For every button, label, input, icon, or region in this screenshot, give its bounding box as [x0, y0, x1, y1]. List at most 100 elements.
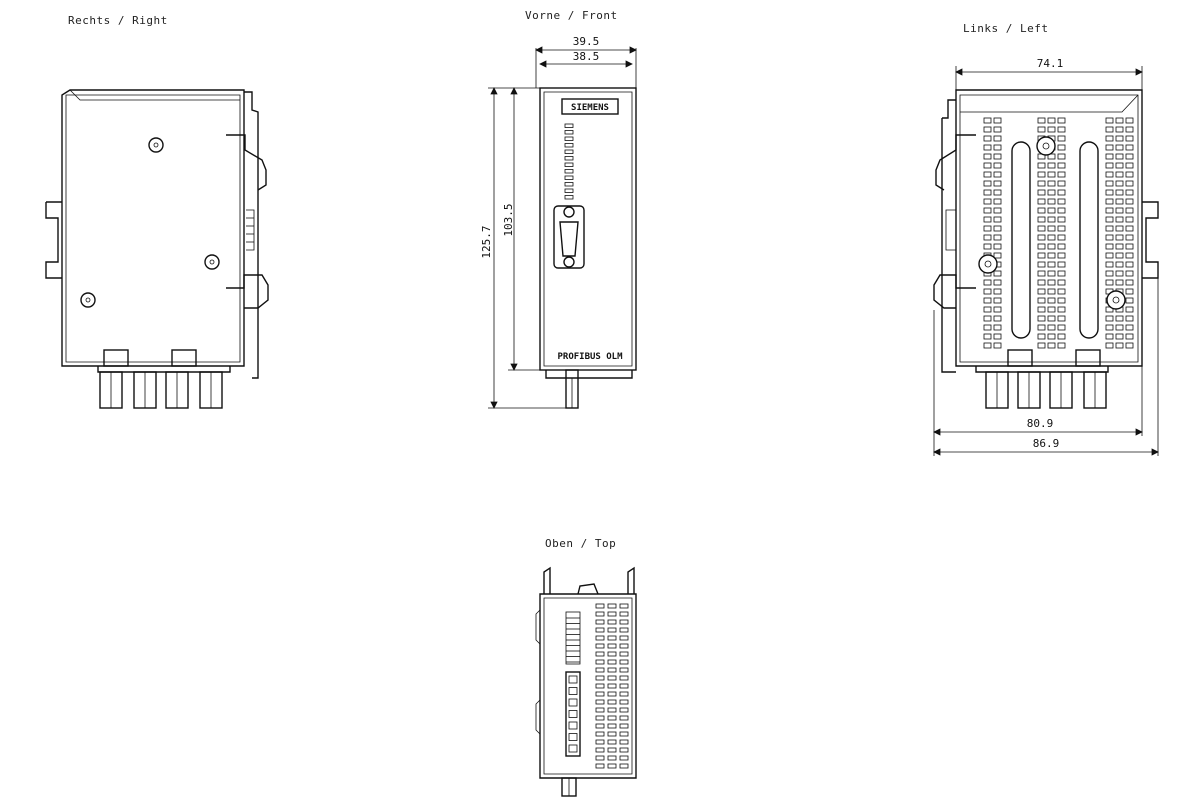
vent-hole	[595, 755, 605, 761]
vent-hole	[595, 747, 605, 753]
vent-hole	[1057, 162, 1066, 169]
vent-hole	[983, 180, 992, 187]
vent-hole	[1057, 315, 1066, 322]
vent-hole	[983, 243, 992, 250]
vent-hole	[1037, 216, 1046, 223]
vent-hole	[619, 715, 629, 721]
vent-hole	[1105, 333, 1114, 340]
vent-hole	[1057, 342, 1066, 349]
vent-hole	[1125, 342, 1134, 349]
vent-hole	[1125, 288, 1134, 295]
vent-hole	[983, 162, 992, 169]
dsub-connector	[553, 205, 585, 269]
vent-hole	[595, 651, 605, 657]
vent-hole	[1037, 117, 1046, 124]
vent-hole	[1125, 135, 1134, 142]
vent-hole	[1047, 297, 1056, 304]
vent-hole	[1105, 243, 1114, 250]
vent-hole	[1125, 216, 1134, 223]
vent-hole	[993, 252, 1002, 259]
vent-hole	[993, 288, 1002, 295]
vent-hole	[1057, 324, 1066, 331]
vent-hole	[595, 731, 605, 737]
vent-hole	[619, 611, 629, 617]
vent-hole	[1037, 234, 1046, 241]
vent-hole	[607, 651, 617, 657]
vent-hole	[1037, 333, 1046, 340]
vent-hole	[1037, 171, 1046, 178]
led-indicator	[564, 123, 574, 128]
top-view	[535, 566, 637, 797]
left-view: 74.1 80.9 86.9	[933, 57, 1159, 456]
vent-hole	[607, 763, 617, 769]
vent-hole	[983, 288, 992, 295]
vent-hole	[619, 683, 629, 689]
vent-hole	[1047, 189, 1056, 196]
vent-hole	[1037, 189, 1046, 196]
vent-hole	[595, 739, 605, 745]
vent-hole	[1115, 117, 1124, 124]
vent-hole	[1047, 252, 1056, 259]
vent-hole	[1037, 270, 1046, 277]
fiber-port-group	[975, 349, 1109, 409]
right-view	[45, 89, 269, 409]
vent-hole	[1105, 189, 1114, 196]
vent-hole	[1057, 333, 1066, 340]
terminal-pin	[568, 733, 578, 741]
vent-hole	[1057, 225, 1066, 232]
vent-hole	[1115, 315, 1124, 322]
led-indicator	[564, 195, 574, 200]
vent-hole	[1125, 261, 1134, 268]
vent-hole	[619, 691, 629, 697]
vent-hole	[1115, 333, 1124, 340]
vent-hole	[993, 306, 1002, 313]
vent-hole	[595, 659, 605, 665]
dim-left-depth-top: 74.1	[1037, 57, 1064, 70]
vent-hole	[595, 619, 605, 625]
vent-hole	[619, 659, 629, 665]
top-view-title: Oben / Top	[545, 537, 617, 550]
vent-hole	[1115, 180, 1124, 187]
terminal-block	[565, 671, 581, 757]
vent-hole	[993, 171, 1002, 178]
terminal-pin	[568, 721, 578, 730]
vent-hole	[1105, 144, 1114, 151]
vent-hole	[1057, 153, 1066, 160]
vent-hole	[1125, 270, 1134, 277]
vent-hole	[1115, 153, 1124, 160]
vent-hole	[1057, 117, 1066, 124]
vent-hole	[1057, 198, 1066, 205]
vent-hole	[983, 207, 992, 214]
vent-hole	[1125, 324, 1134, 331]
vent-hole	[1037, 243, 1046, 250]
vent-hole	[1047, 117, 1056, 124]
vent-hole	[1057, 270, 1066, 277]
vent-hole	[607, 707, 617, 713]
led-strip	[566, 617, 580, 663]
vent-hole	[595, 691, 605, 697]
vent-hole	[993, 279, 1002, 286]
vent-hole	[1115, 162, 1124, 169]
vent-hole	[607, 699, 617, 705]
vent-hole	[1105, 234, 1114, 241]
vent-hole	[595, 643, 605, 649]
vent-hole	[1125, 252, 1134, 259]
vent-hole	[1047, 234, 1056, 241]
vent-hole	[1037, 225, 1046, 232]
vent-hole	[619, 603, 629, 609]
vent-hole	[993, 234, 1002, 241]
product-label: PROFIBUS OLM	[557, 352, 623, 362]
vent-hole	[993, 126, 1002, 133]
vent-hole	[619, 667, 629, 673]
dim-front-height-total: 125.7	[480, 225, 493, 258]
vent-hole	[595, 683, 605, 689]
vent-hole	[595, 715, 605, 721]
vent-hole	[1115, 279, 1124, 286]
vent-hole	[1057, 135, 1066, 142]
vent-hole	[993, 216, 1002, 223]
terminal-pin	[568, 675, 578, 684]
vent-hole	[993, 189, 1002, 196]
vent-hole	[1125, 144, 1134, 151]
vent-hole	[993, 342, 1002, 349]
